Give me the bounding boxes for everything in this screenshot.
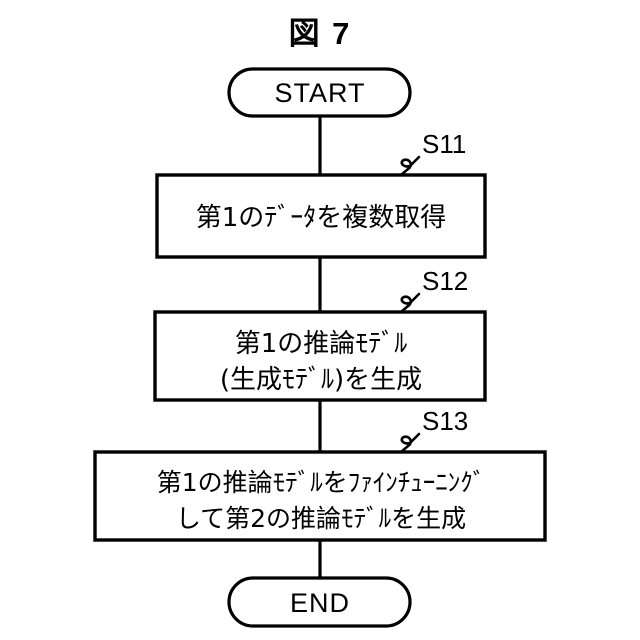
step-id-s13: S13 [422,406,468,436]
step-callout-s11: S11 [399,129,466,177]
node-step-s12[interactable]: 第1の推論ﾓﾃﾞﾙ (生成ﾓﾃﾞﾙ)を生成 [153,310,487,402]
step-id-s11: S11 [422,129,466,159]
s12-box-line-1: 第1の推論ﾓﾃﾞﾙ [235,329,408,359]
leader-line-s11 [399,155,421,177]
node-step-s13[interactable]: 第1の推論ﾓﾃﾞﾙをﾌｧｲﾝﾁｭｰﾆﾝｸﾞ して第2の推論ﾓﾃﾞﾙを生成 [93,450,547,542]
step-id-s12: S12 [422,266,468,296]
end-terminator-shape [227,576,412,628]
s13-box-line-1: 第1の推論ﾓﾃﾞﾙをﾌｧｲﾝﾁｭｰﾆﾝｸﾞ [157,468,485,497]
step-callout-s12: S12 [399,266,468,314]
s11-box-line-1: 第1のﾃﾞｰﾀを複数取得 [196,203,447,233]
node-start[interactable]: START [227,67,412,118]
start-label: START [274,78,365,108]
s13-box-line-2: して第2の推論ﾓﾃﾞﾙを生成 [176,504,466,533]
figure-title: 図 7 [289,16,352,51]
s11-box-shape [155,173,487,259]
end-label: END [290,588,350,618]
leader-line-s12 [399,292,421,314]
node-step-s11[interactable]: 第1のﾃﾞｰﾀを複数取得 [155,173,487,259]
s13-box-shape [93,450,547,542]
s12-box-line-2: (生成ﾓﾃﾞﾙ)を生成 [220,365,422,395]
step-callout-s13: S13 [399,406,468,454]
node-end[interactable]: END [227,576,412,628]
leader-line-s13 [399,432,421,454]
